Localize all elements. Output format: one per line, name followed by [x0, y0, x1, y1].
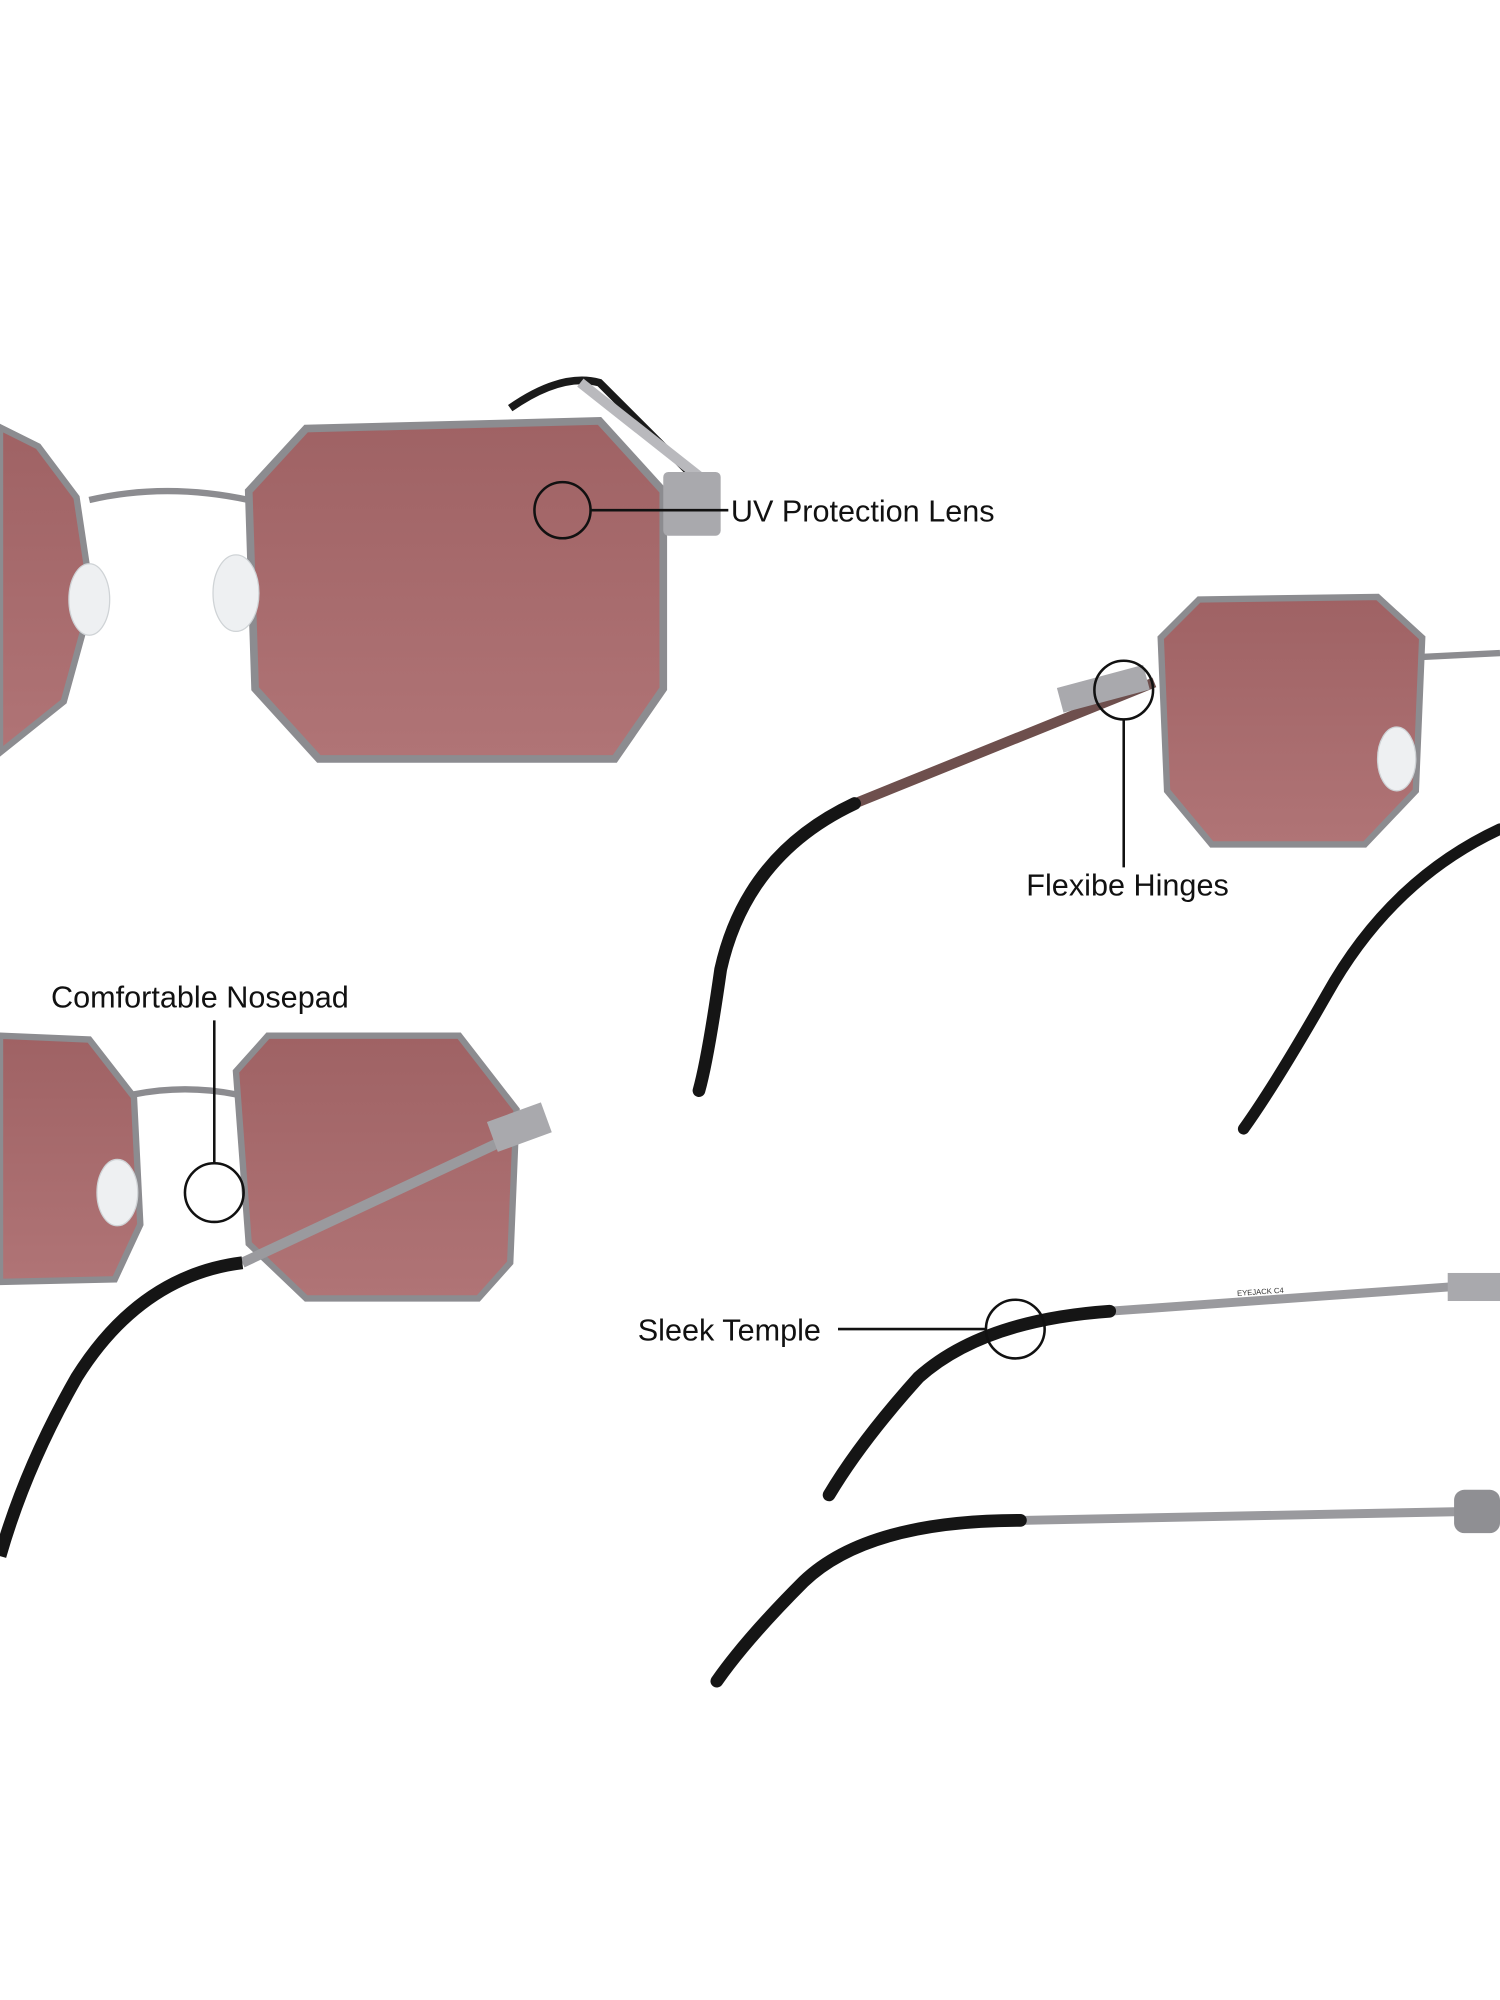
lens-left: [0, 1032, 144, 1286]
label-uv-protection-lens: UV Protection Lens: [731, 495, 995, 529]
nosepad: [1376, 726, 1417, 792]
lens-right: [244, 417, 668, 763]
hinge: [1447, 1272, 1500, 1302]
temple-arm-far: [1237, 823, 1500, 1135]
callout-circle: [183, 1161, 245, 1224]
temple-print: EYEJACK C4: [1237, 1286, 1285, 1298]
label-flexible-hinges: Flexibe Hinges: [1026, 868, 1228, 902]
temple-arm: [508, 376, 698, 482]
callout-nosepad: [183, 1020, 245, 1224]
callout-hinges: [1093, 659, 1155, 868]
side-view-glasses: [692, 593, 1500, 1135]
lens-right: [232, 1032, 520, 1302]
hinge: [486, 1102, 552, 1152]
temple-arm: [852, 677, 1157, 809]
callout-temple: [838, 1298, 1046, 1360]
temple-tip: [710, 1514, 1027, 1688]
lens: [1157, 593, 1426, 848]
nosepad: [68, 563, 111, 636]
temple-tip: [692, 797, 861, 1097]
bridge: [133, 1086, 237, 1098]
callout-uv-lens: [533, 480, 729, 540]
temple-arm: [1109, 1281, 1468, 1316]
temple-tip: [0, 1256, 244, 1558]
temple-arm: [240, 1117, 545, 1268]
temple-arm: [1020, 1507, 1467, 1525]
temple-arm: [577, 378, 705, 483]
bridge: [88, 487, 250, 504]
temple-tip: [822, 1304, 1117, 1502]
hinge: [663, 471, 721, 536]
callout-circle: [984, 1298, 1046, 1360]
label-sleek-temple: Sleek Temple: [638, 1314, 821, 1348]
hinge: [1454, 1489, 1500, 1534]
temple-detail: EYEJACK C4: [710, 1272, 1500, 1688]
label-comfortable-nosepad: Comfortable Nosepad: [51, 981, 349, 1015]
nosepad: [96, 1158, 139, 1227]
hinge: [1056, 664, 1150, 713]
nosepad: [212, 554, 260, 633]
angled-view-glasses: [0, 1032, 552, 1558]
front-view-glasses: [0, 376, 721, 763]
lens-edge: [1422, 649, 1500, 661]
